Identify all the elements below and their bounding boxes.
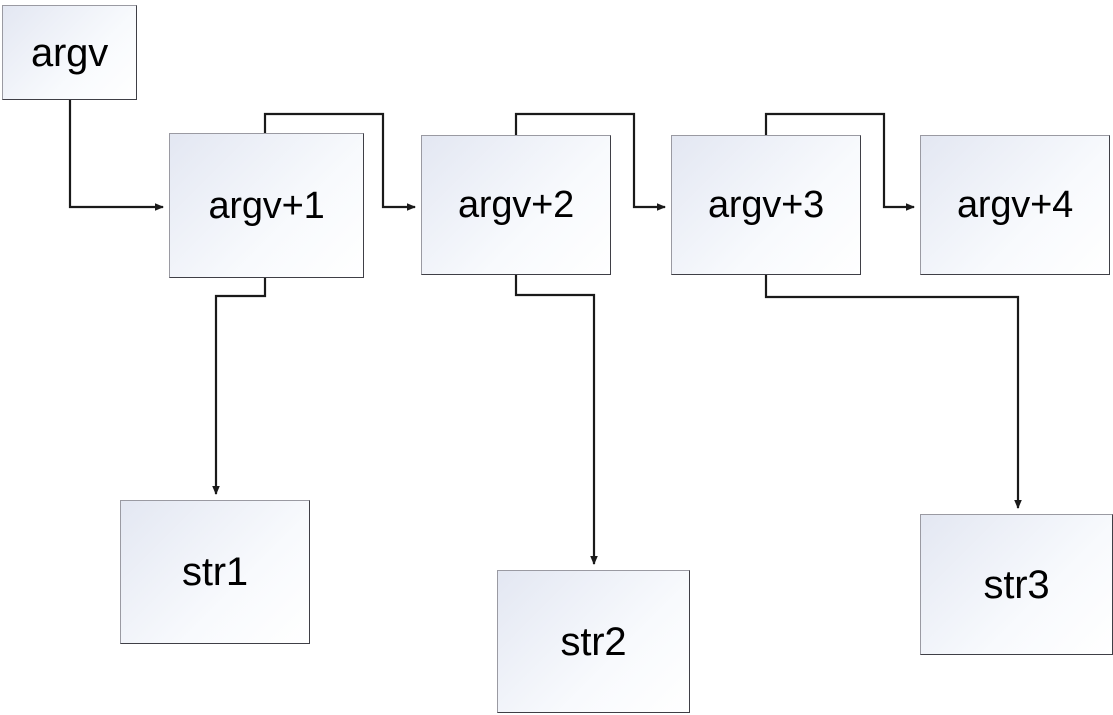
node-argv-plus-3[interactable]: argv+3	[671, 135, 861, 275]
node-str2-label: str2	[560, 619, 627, 664]
node-argv[interactable]: argv	[2, 5, 137, 100]
node-argv-label: argv	[30, 30, 108, 75]
connector-argv1-to-str1	[212, 278, 267, 495]
connector-argv3-to-str3	[764, 275, 1022, 509]
node-argv-plus-4[interactable]: argv+4	[920, 135, 1110, 275]
connector-argv2-to-str2	[514, 275, 598, 565]
node-str1-label: str1	[182, 550, 248, 594]
node-str3[interactable]: str3	[920, 514, 1113, 655]
node-argv-plus-2-label: argv+2	[457, 184, 575, 226]
node-argv-plus-3-label: argv+3	[707, 184, 825, 226]
node-str2[interactable]: str2	[497, 570, 690, 713]
node-argv-plus-1-label: argv+1	[208, 184, 325, 227]
node-str1[interactable]: str1	[120, 500, 310, 644]
node-argv-plus-4-label: argv+4	[956, 184, 1074, 226]
node-argv-plus-2[interactable]: argv+2	[421, 135, 611, 275]
connector-argv-to-argv1	[68, 100, 164, 211]
node-argv-plus-1[interactable]: argv+1	[169, 133, 364, 278]
node-str3-label: str3	[983, 562, 1050, 607]
